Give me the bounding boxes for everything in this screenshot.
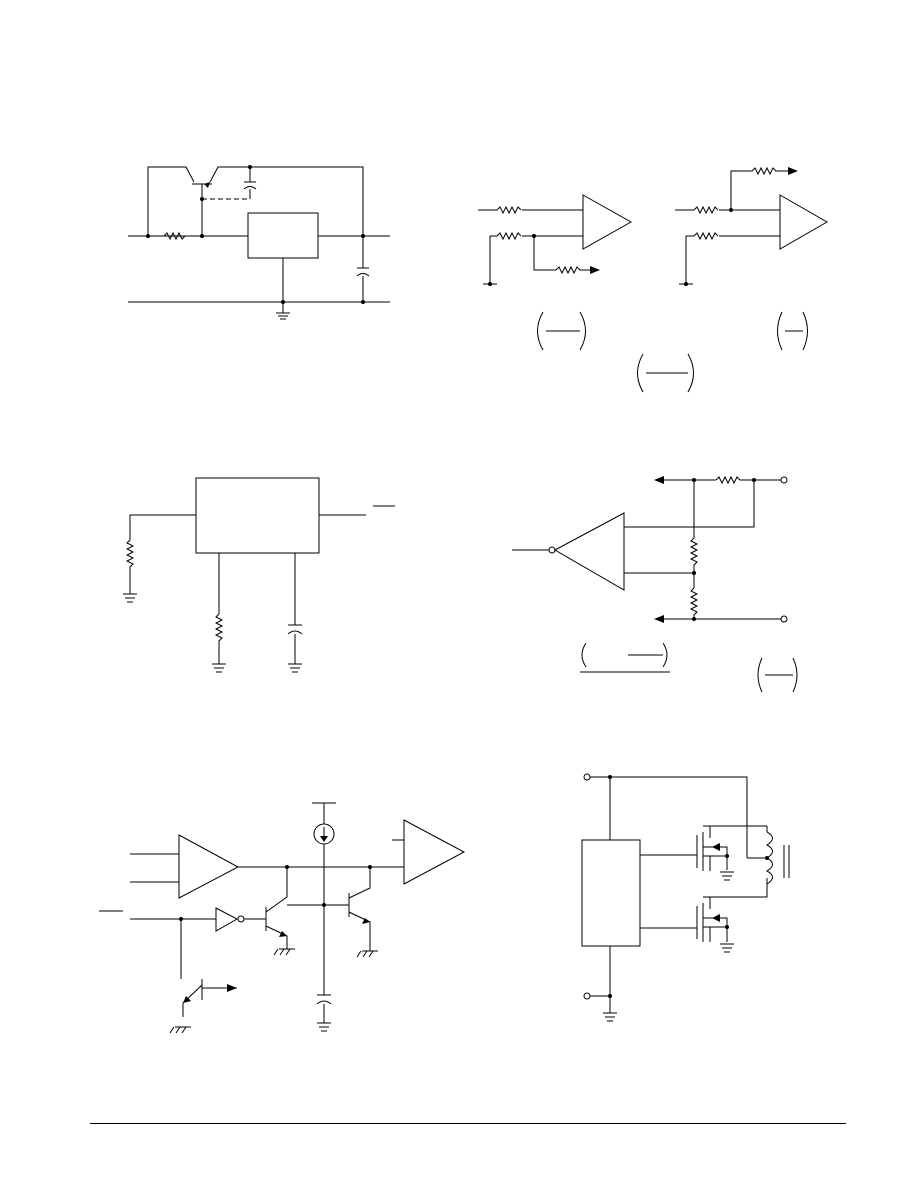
- junction-dot: [285, 865, 289, 869]
- push-pull-transformer-driver: [581, 773, 790, 1022]
- gain-formula-bracket: [777, 311, 808, 351]
- output-branch: [533, 236, 556, 271]
- noninverting-amplifier-configuration: [675, 166, 829, 351]
- output-buffer-triangle: [403, 819, 466, 885]
- ground-symbol: [288, 663, 302, 673]
- junction-dot: [200, 234, 204, 238]
- current-source: [312, 802, 336, 995]
- ground-lead: [590, 995, 611, 1013]
- divider-lower-resistor: [689, 587, 699, 619]
- junction-dot: [361, 234, 365, 238]
- regulator-block: [247, 212, 319, 259]
- upper-resistor: [715, 475, 781, 485]
- comparator-switch-circuit: [99, 802, 466, 1034]
- supply-terminal: [583, 773, 591, 781]
- junction-dot: [146, 234, 150, 238]
- formula-fraction: [580, 642, 670, 673]
- feedback-arrow: [788, 167, 798, 175]
- comparator-inputs: [130, 853, 179, 883]
- input-resistor: [693, 205, 719, 215]
- bypass-transistor: [192, 182, 212, 236]
- ground-lead: [679, 236, 693, 285]
- upper-arrow: [654, 476, 664, 484]
- lower-arrow: [654, 615, 664, 623]
- ground-symbol: [212, 663, 226, 673]
- combined-gain-bracket: [637, 353, 694, 393]
- feedback-resistor: [496, 231, 522, 241]
- transistor-q1: [265, 867, 295, 956]
- gain-formula-bracket: [537, 311, 586, 351]
- timing-block: [195, 477, 320, 554]
- controller-block: [581, 839, 641, 947]
- ground-symbol: [123, 593, 137, 603]
- bypass-loop-left: [147, 166, 195, 236]
- lower-terminal: [780, 615, 788, 623]
- timing-block-circuit: [123, 477, 395, 673]
- output-arrow: [590, 266, 600, 274]
- mosfet-upper: [696, 825, 768, 881]
- output-resistor: [555, 265, 590, 275]
- output-capacitor: [356, 236, 370, 302]
- ground-symbol: [603, 1012, 617, 1022]
- ground-lead: [483, 236, 497, 285]
- ground-symbol: [276, 302, 290, 320]
- junction-dot: [200, 197, 204, 201]
- junction-dot: [361, 300, 365, 304]
- ground-terminal: [583, 992, 591, 1000]
- comparator-triangle: [178, 834, 240, 899]
- junction-dot: [684, 282, 688, 286]
- hold-capacitor: [316, 994, 332, 1032]
- junction-dot: [179, 917, 183, 921]
- upper-terminal: [780, 476, 788, 484]
- bypass-capacitor: [243, 167, 257, 199]
- junction-dot: [368, 865, 372, 869]
- junction-dot: [248, 165, 252, 169]
- left-lead: [129, 514, 196, 540]
- junction-dot: [725, 854, 729, 858]
- differential-output-amplifier: [512, 475, 798, 693]
- junction-dot: [608, 994, 612, 998]
- timing-capacitor: [287, 624, 303, 664]
- formula-bracket: [757, 657, 798, 693]
- timing-resistor: [214, 613, 224, 664]
- junction-dot: [729, 208, 733, 212]
- ground-resistor: [693, 231, 719, 241]
- input-resistor: [496, 205, 522, 215]
- feedback-resistor: [751, 166, 788, 176]
- junction-dot: [692, 571, 696, 575]
- junction-dot: [692, 617, 696, 621]
- bypass-loop-right: [209, 166, 364, 236]
- series-resistor: [163, 231, 186, 241]
- junction-dot: [281, 300, 285, 304]
- junction-dot: [532, 234, 536, 238]
- regulator-bypass-circuit: [128, 165, 390, 320]
- inverting-amplifier-configuration: [478, 194, 633, 351]
- junction-dot: [752, 478, 756, 482]
- amplifier-triangle: [582, 194, 633, 250]
- left-resistor: [125, 539, 135, 594]
- junction-dot: [725, 925, 729, 929]
- page-footer-rule: [90, 1123, 846, 1124]
- amplifier-triangle: [553, 512, 625, 591]
- junction-dot: [322, 903, 326, 907]
- upper-output: [624, 480, 755, 528]
- junction-dot: [608, 775, 612, 779]
- junction-dot: [692, 478, 696, 482]
- inverter-bubble: [237, 915, 245, 923]
- feedback-branch: [730, 170, 752, 210]
- transistor-q3: [169, 979, 237, 1034]
- mosfet-lower: [696, 878, 768, 953]
- inverter-triangle: [215, 907, 239, 932]
- divider-upper-resistor: [689, 537, 699, 588]
- junction-dot: [765, 856, 769, 860]
- junction-dot: [488, 282, 492, 286]
- transistor-q2: [348, 867, 378, 958]
- amplifier-triangle: [779, 194, 829, 250]
- supply-rail: [590, 776, 748, 858]
